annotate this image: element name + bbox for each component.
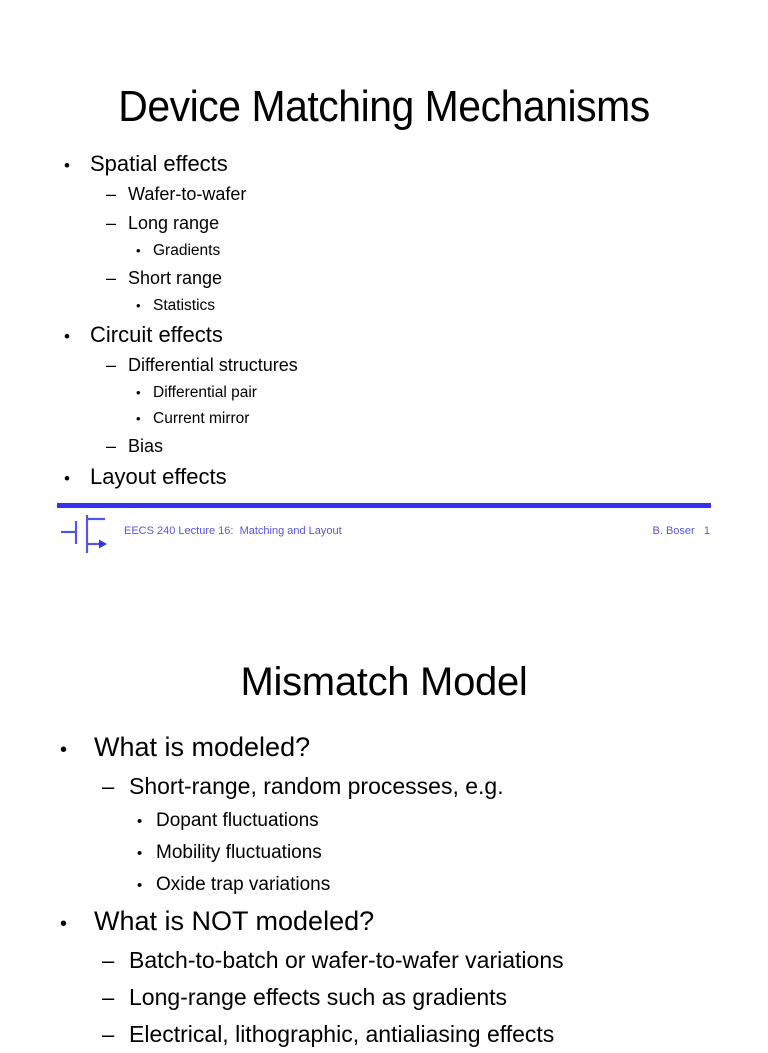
bullet-marker-icon: • (137, 845, 143, 862)
list-item-label: Circuit effects (90, 322, 223, 347)
list-item-label: Bias (128, 436, 164, 456)
list-item-label: Current mirror (153, 410, 250, 427)
list-item: – Long range (0, 209, 768, 238)
list-item-label: Long-range effects such as gradients (129, 984, 508, 1010)
list-item: • Mobility fluctuations (0, 837, 768, 869)
list-item-label: Gradients (153, 242, 221, 259)
list-item-label: Electrical, lithographic, antialiasing e… (129, 1021, 555, 1047)
bullet-marker-icon: • (60, 913, 68, 935)
dash-marker-icon: – (106, 268, 117, 288)
dash-marker-icon: – (106, 184, 117, 204)
list-item: – Long-range effects such as gradients (0, 979, 768, 1016)
bullet-marker-icon: • (64, 327, 70, 346)
list-item: • Spatial effects (0, 148, 768, 180)
list-item-label: Oxide trap variations (156, 874, 331, 895)
list-item-label: What is modeled? (94, 732, 311, 762)
dash-marker-icon: – (102, 774, 115, 799)
list-item-label: Long range (128, 213, 220, 233)
opamp-circuit-logo-icon (60, 513, 110, 555)
list-item-label: Spatial effects (90, 151, 228, 176)
list-item-label: Differential pair (153, 384, 257, 401)
list-item-label: Layout effects (90, 464, 227, 489)
list-item-label: What is NOT modeled? (94, 906, 375, 936)
dash-marker-icon: – (106, 213, 117, 233)
dash-marker-icon: – (102, 985, 115, 1010)
list-item: • Circuit effects (0, 319, 768, 351)
list-item: – Differential structures (0, 351, 768, 380)
list-item: • What is modeled? (0, 727, 768, 768)
list-item-label: Wafer-to-wafer (128, 184, 247, 204)
slide-mismatch-model: Mismatch Model • What is modeled? – Shor… (0, 575, 768, 1047)
bullet-marker-icon: • (137, 813, 143, 830)
bullet-marker-icon: • (136, 298, 141, 313)
list-item: – Bias (0, 432, 768, 461)
list-item: • Gradients (0, 238, 768, 264)
list-item: – Electrical, lithographic, antialiasing… (0, 1016, 768, 1053)
list-item-label: Short-range, random processes, e.g. (129, 773, 504, 799)
page-title: Device Matching Mechanisms (118, 82, 650, 132)
list-item: • What is NOT modeled? (0, 901, 768, 942)
list-item: – Short-range, random processes, e.g. (0, 768, 768, 805)
dash-marker-icon: – (106, 355, 117, 375)
bullet-marker-icon: • (64, 469, 70, 488)
bullet-marker-icon: • (136, 243, 141, 258)
list-item: – Short range (0, 264, 768, 293)
footer-author-page-label: B. Boser 1 (652, 525, 710, 537)
page-title: Mismatch Model (240, 659, 528, 704)
dash-marker-icon: – (102, 1022, 115, 1047)
list-item: • Differential pair (0, 380, 768, 406)
bullet-marker-icon: • (136, 411, 141, 426)
slide-document-page: Device Matching Mechanisms • Spatial eff… (0, 82, 768, 1047)
list-item-label: Short range (128, 268, 223, 288)
list-item-label: Mobility fluctuations (156, 842, 322, 863)
list-item: • Layout effects (0, 461, 768, 493)
slide2-bullet-list: • What is modeled? – Short-range, random… (0, 727, 768, 1053)
list-item: • Oxide trap variations (0, 869, 768, 901)
list-item-label: Batch-to-batch or wafer-to-wafer variati… (129, 947, 564, 973)
list-item: – Batch-to-batch or wafer-to-wafer varia… (0, 942, 768, 979)
list-item-label: Dopant fluctuations (156, 810, 319, 831)
list-item-label: Differential structures (128, 355, 298, 375)
footer-lecture-label: EECS 240 Lecture 16: Matching and Layout (124, 525, 342, 537)
list-item: • Current mirror (0, 406, 768, 432)
list-item: • Dopant fluctuations (0, 805, 768, 837)
bullet-marker-icon: • (137, 877, 143, 894)
dash-marker-icon: – (106, 436, 117, 456)
dash-marker-icon: – (102, 948, 115, 973)
slide-device-matching-mechanisms: Device Matching Mechanisms • Spatial eff… (0, 82, 768, 555)
bullet-marker-icon: • (60, 739, 68, 761)
list-item: – Wafer-to-wafer (0, 180, 768, 209)
list-item-label: Statistics (153, 297, 216, 314)
bullet-marker-icon: • (136, 385, 141, 400)
bullet-marker-icon: • (64, 156, 70, 175)
slide1-bullet-list: • Spatial effects – Wafer-to-wafer – Lon… (0, 148, 768, 493)
list-item: • Statistics (0, 293, 768, 319)
footer-divider-rule (57, 503, 711, 508)
